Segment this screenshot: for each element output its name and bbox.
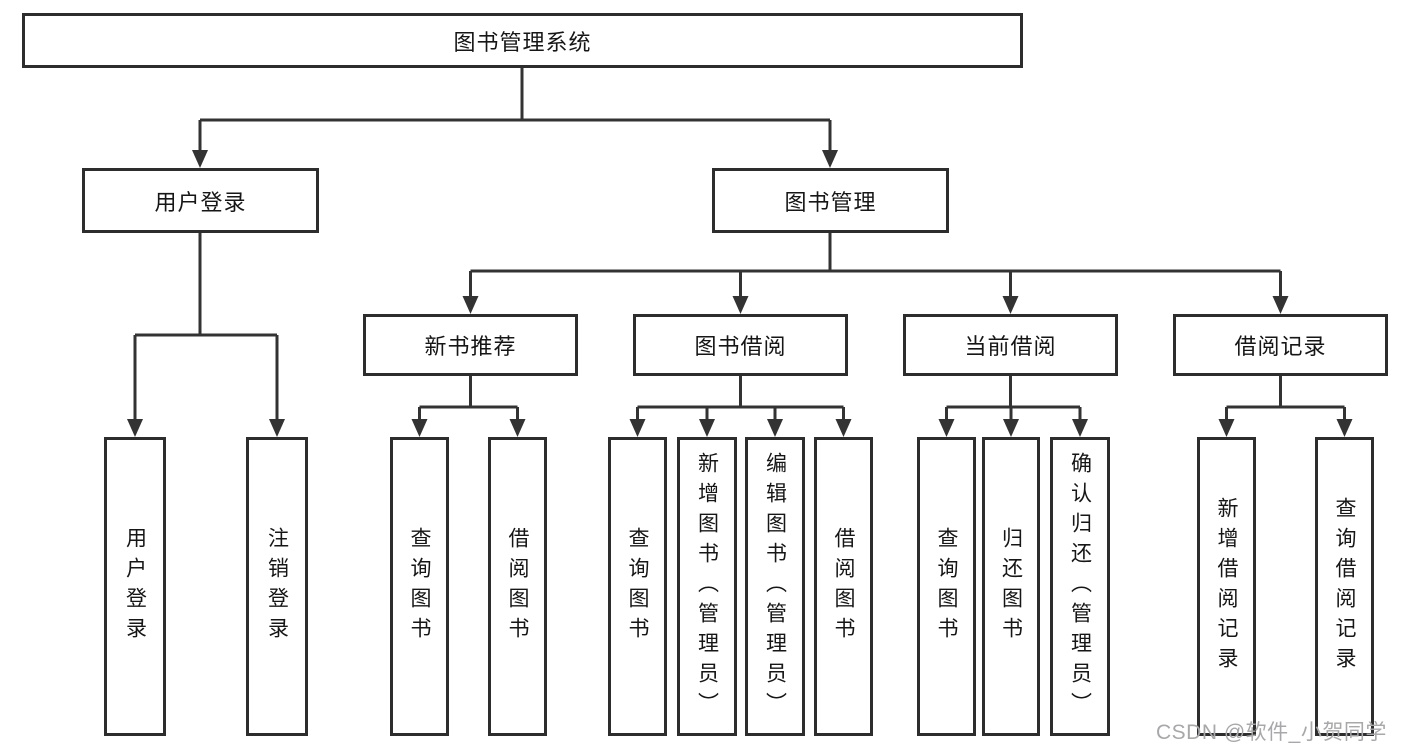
leaf-add-book-admin: 新增图书（管理员） bbox=[677, 437, 737, 736]
leaf-borrow-books-2-label: 借阅图书 bbox=[832, 526, 855, 647]
node-new-book-recommend: 新书推荐 bbox=[363, 314, 578, 376]
leaf-return-book: 归还图书 bbox=[982, 437, 1040, 736]
leaf-query-books-2-label: 查询图书 bbox=[626, 526, 649, 647]
leaf-query-books-1: 查询图书 bbox=[390, 437, 449, 736]
csdn-watermark: CSDN @软件_小贺同学 bbox=[1156, 721, 1387, 744]
leaf-add-borrow-record-label: 新增借阅记录 bbox=[1215, 496, 1238, 677]
node-book-borrow-label: 图书借阅 bbox=[694, 334, 787, 359]
leaf-user-login: 用户登录 bbox=[104, 437, 166, 736]
node-user-login-label: 用户登录 bbox=[154, 189, 247, 215]
node-borrow-records: 借阅记录 bbox=[1173, 314, 1388, 376]
node-current-borrow: 当前借阅 bbox=[903, 314, 1118, 376]
leaf-logout: 注销登录 bbox=[246, 437, 308, 736]
leaf-borrow-books-2: 借阅图书 bbox=[814, 437, 873, 736]
root-node-library-system: 图书管理系统 bbox=[22, 13, 1023, 68]
node-user-login: 用户登录 bbox=[82, 168, 319, 233]
leaf-edit-book-admin: 编辑图书（管理员） bbox=[745, 437, 805, 736]
leaf-edit-book-admin-label: 编辑图书（管理员） bbox=[763, 451, 787, 722]
arrowheads bbox=[127, 150, 1353, 437]
leaf-borrow-books-1-label: 借阅图书 bbox=[506, 526, 529, 647]
leaf-return-book-label: 归还图书 bbox=[999, 526, 1023, 647]
leaf-logout-label: 注销登录 bbox=[265, 526, 289, 647]
leaf-query-borrow-record: 查询借阅记录 bbox=[1315, 437, 1374, 736]
node-current-borrow-label: 当前借阅 bbox=[964, 334, 1057, 359]
node-new-book-recommend-label: 新书推荐 bbox=[424, 334, 517, 359]
leaf-user-login-label: 用户登录 bbox=[123, 526, 147, 647]
node-book-management: 图书管理 bbox=[712, 168, 949, 233]
root-node-label: 图书管理系统 bbox=[453, 29, 592, 55]
leaf-query-books-3: 查询图书 bbox=[917, 437, 976, 736]
node-book-borrow: 图书借阅 bbox=[633, 314, 848, 376]
node-borrow-records-label: 借阅记录 bbox=[1234, 334, 1327, 359]
leaf-query-books-2: 查询图书 bbox=[608, 437, 667, 736]
leaf-query-borrow-record-label: 查询借阅记录 bbox=[1333, 496, 1356, 677]
leaf-confirm-return-admin: 确认归还（管理员） bbox=[1050, 437, 1110, 736]
leaf-borrow-books-1: 借阅图书 bbox=[488, 437, 547, 736]
node-book-management-label: 图书管理 bbox=[784, 189, 877, 215]
leaf-query-books-1-label: 查询图书 bbox=[408, 526, 431, 647]
leaf-add-book-admin-label: 新增图书（管理员） bbox=[695, 451, 719, 722]
leaf-add-borrow-record: 新增借阅记录 bbox=[1197, 437, 1256, 736]
leaf-query-books-3-label: 查询图书 bbox=[935, 526, 958, 647]
leaf-confirm-return-admin-label: 确认归还（管理员） bbox=[1068, 451, 1092, 722]
